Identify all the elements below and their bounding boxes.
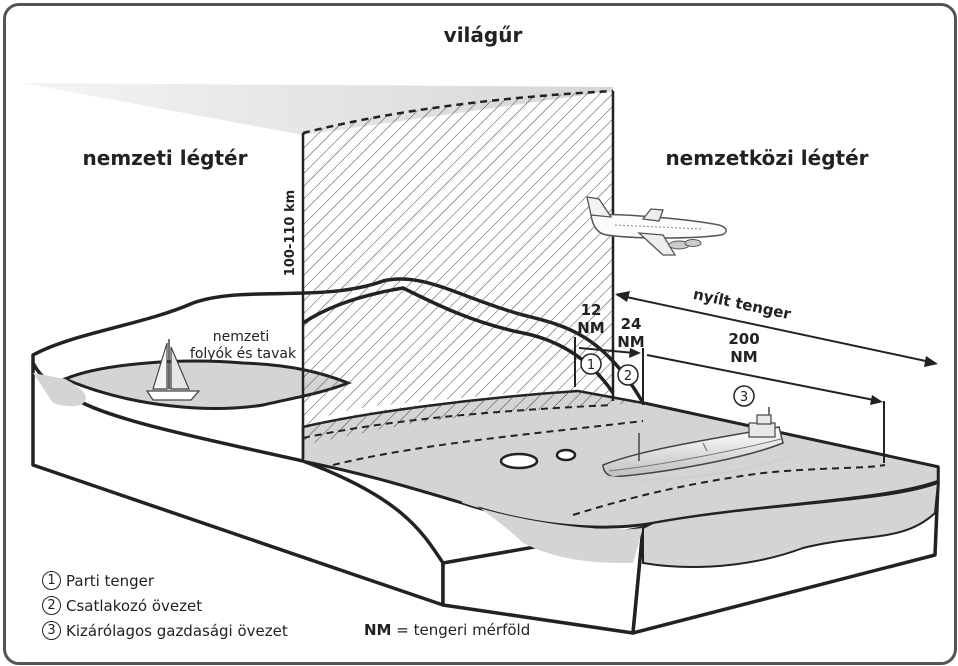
sea-front-edge xyxy=(443,483,643,563)
label-nm24-value: 24 xyxy=(621,315,642,333)
nm-definition: NM = tengeri mérföld xyxy=(364,621,530,639)
label-national-airspace: nemzeti légtér xyxy=(83,146,248,170)
legend-item: 3 Kizárólagos gazdasági övezet xyxy=(42,618,288,643)
legend-text: Parti tenger xyxy=(66,571,155,590)
label-space: világűr xyxy=(444,23,523,47)
label-nm24-unit: NM xyxy=(617,333,644,351)
zone1-circle xyxy=(580,353,602,375)
airspace-wall xyxy=(303,91,613,427)
legend-marker: 1 xyxy=(42,571,61,590)
zone-line-a xyxy=(302,404,614,439)
maritime-zones-diagram: 1 2 3 világűr nemzeti légtér nemzetközi … xyxy=(23,23,940,635)
zone3-circle xyxy=(733,385,755,407)
nm-definition-text: = tengeri mérföld xyxy=(396,621,531,639)
sailboat-icon xyxy=(145,339,201,401)
label-altitude: 100-110 km xyxy=(283,190,298,276)
label-open-sea: nyílt tenger xyxy=(692,285,794,323)
label-international-airspace: nemzetközi légtér xyxy=(665,146,868,170)
legend-text: Csatlakozó övezet xyxy=(66,596,203,615)
label-inland-waters-1: nemzeti xyxy=(213,329,269,345)
legend-item: 1 Parti tenger xyxy=(42,568,288,593)
label-nm200-unit: NM xyxy=(730,348,757,366)
label-nm12-unit: NM xyxy=(577,319,604,337)
inland-lake-cut xyxy=(33,373,86,407)
legend: 1 Parti tenger 2 Csatlakozó övezet 3 Kiz… xyxy=(42,568,288,643)
space-boundary-plane xyxy=(23,83,613,135)
airplane-icon xyxy=(586,196,727,256)
zone2-arrow xyxy=(578,347,636,354)
airspace-top-boundary xyxy=(302,89,614,135)
zone2-marker: 2 xyxy=(624,369,632,384)
diagram-frame: 1 2 3 világűr nemzeti légtér nemzetközi … xyxy=(3,3,957,665)
legend-marker: 2 xyxy=(42,596,61,615)
label-inland-waters-2: folyók és tavak xyxy=(190,346,297,362)
legend-item: 2 Csatlakozó övezet xyxy=(42,593,288,618)
nm-abbr: NM xyxy=(364,621,392,639)
airspace-ground-band xyxy=(303,391,643,445)
island-large xyxy=(499,452,539,470)
zone3-arrow xyxy=(646,354,880,402)
zone2-circle xyxy=(617,364,639,386)
zone-line-c xyxy=(572,464,886,516)
island-small xyxy=(555,448,577,462)
zone2-arrow-head xyxy=(629,348,641,358)
zone1-marker: 1 xyxy=(587,358,595,373)
label-nm200-value: 200 xyxy=(728,330,759,348)
legend-marker: 3 xyxy=(42,621,61,640)
label-nm12-value: 12 xyxy=(581,301,602,319)
open-sea-arrow-head-right xyxy=(924,356,938,367)
zone3-arrow-head xyxy=(870,395,883,405)
zone-line-b xyxy=(332,420,644,466)
cargo-ship-icon xyxy=(602,407,794,482)
sea-right-edge xyxy=(642,481,940,568)
open-sea-arrow xyxy=(616,294,936,364)
open-sea-arrow-head-left xyxy=(615,291,630,302)
zone3-marker: 3 xyxy=(740,390,748,405)
legend-text: Kizárólagos gazdasági övezet xyxy=(66,621,288,640)
